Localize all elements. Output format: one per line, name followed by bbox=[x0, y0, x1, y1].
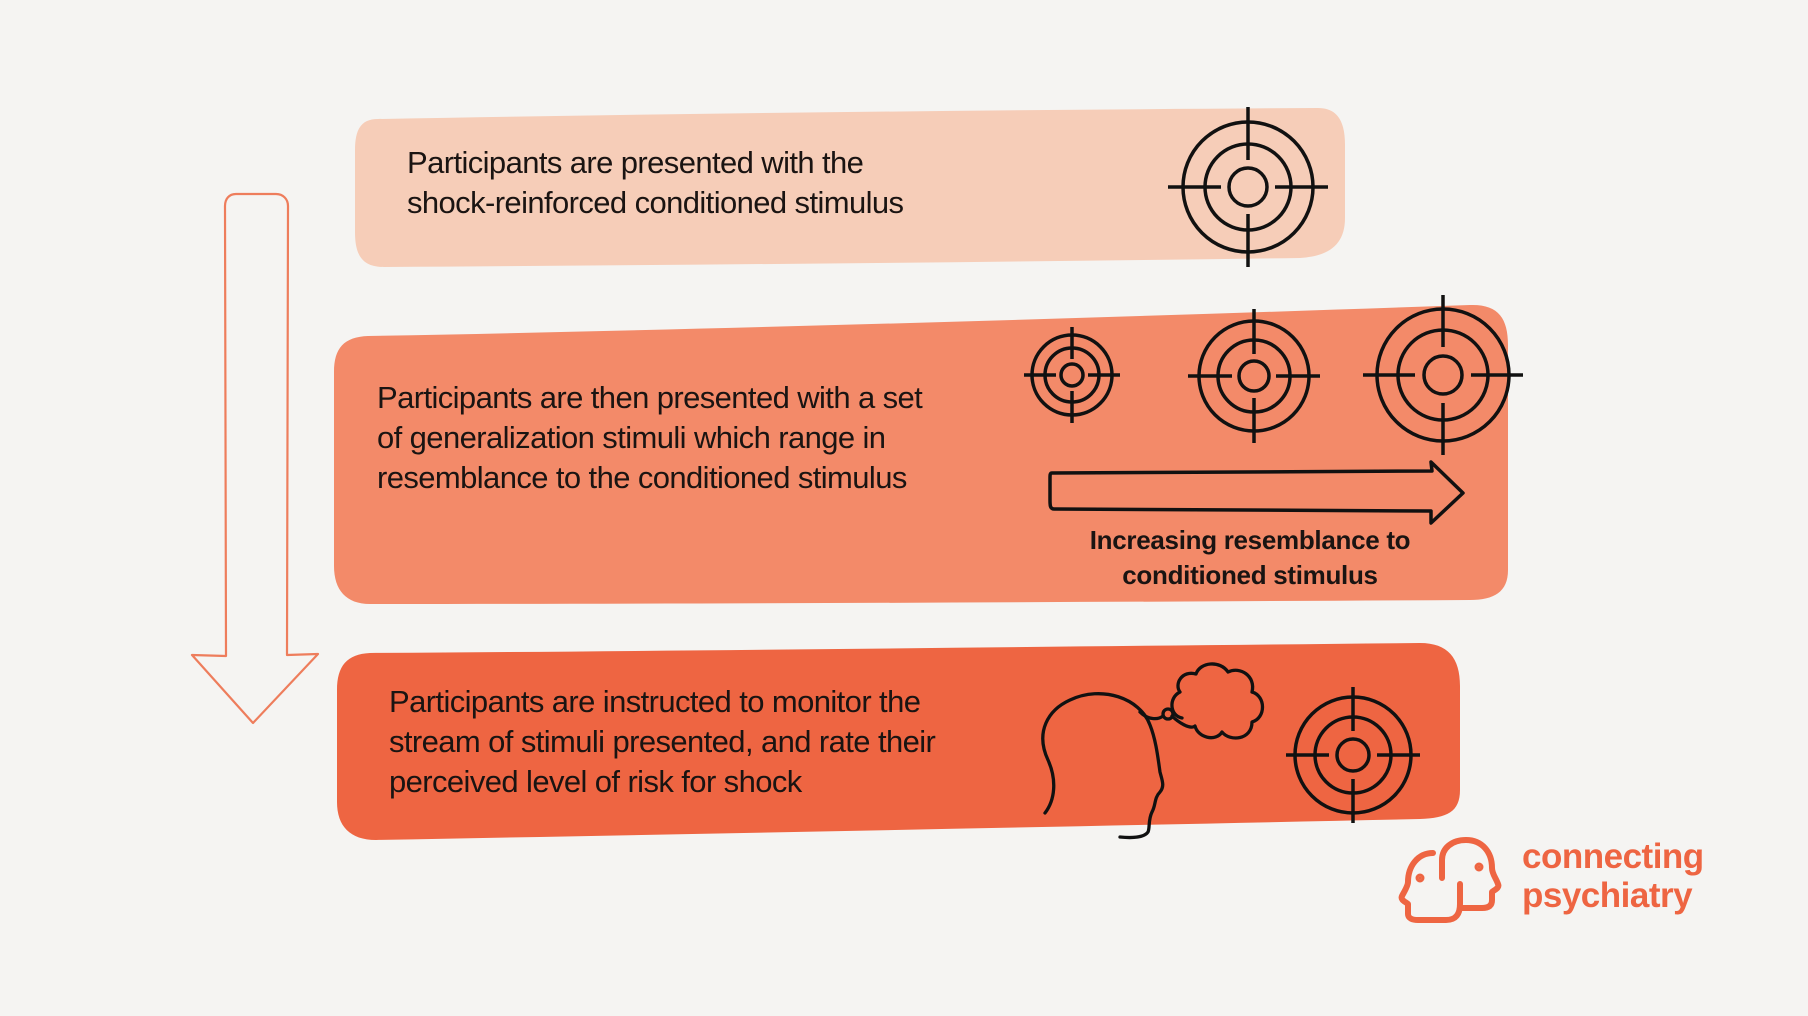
caption-line: conditioned stimulus bbox=[1122, 560, 1378, 590]
target-icon-small bbox=[1024, 327, 1120, 423]
step-3-line: stream of stimuli presented, and rate th… bbox=[389, 724, 936, 759]
step-2-band bbox=[334, 304, 1508, 604]
step-3-text: Participants are instructed to monitor t… bbox=[389, 682, 936, 802]
step-3-line: Participants are instructed to monitor t… bbox=[389, 684, 921, 719]
step-2-line: resemblance to the conditioned stimulus bbox=[377, 460, 907, 495]
step-1-line: Participants are presented with the bbox=[407, 145, 864, 180]
logo-line: psychiatry bbox=[1522, 876, 1693, 915]
head-thought-bubble-icon bbox=[1041, 662, 1265, 840]
target-icon-large bbox=[1363, 295, 1523, 455]
target-icon bbox=[1168, 107, 1328, 267]
step-1-line: shock-reinforced conditioned stimulus bbox=[407, 185, 904, 220]
target-icon bbox=[1286, 687, 1420, 823]
step-1-band bbox=[355, 108, 1345, 267]
caption-line: Increasing resemblance to bbox=[1089, 525, 1411, 555]
step-3-line: perceived level of risk for shock bbox=[389, 764, 802, 799]
two-heads-icon bbox=[1398, 837, 1502, 923]
step-1-text: Participants are presented with the shoc… bbox=[407, 143, 904, 223]
brand-logo-text: connecting psychiatry bbox=[1522, 837, 1704, 915]
step-2-line: of generalization stimuli which range in bbox=[377, 420, 886, 455]
resemblance-caption: Increasing resemblance to conditioned st… bbox=[1050, 523, 1450, 593]
right-arrow-icon bbox=[1048, 460, 1465, 525]
step-2-text: Participants are then presented with a s… bbox=[377, 378, 923, 498]
logo-line: connecting bbox=[1522, 837, 1704, 876]
target-icon-medium bbox=[1188, 309, 1320, 443]
down-arrow-icon bbox=[190, 192, 320, 725]
step-2-line: Participants are then presented with a s… bbox=[377, 380, 923, 415]
